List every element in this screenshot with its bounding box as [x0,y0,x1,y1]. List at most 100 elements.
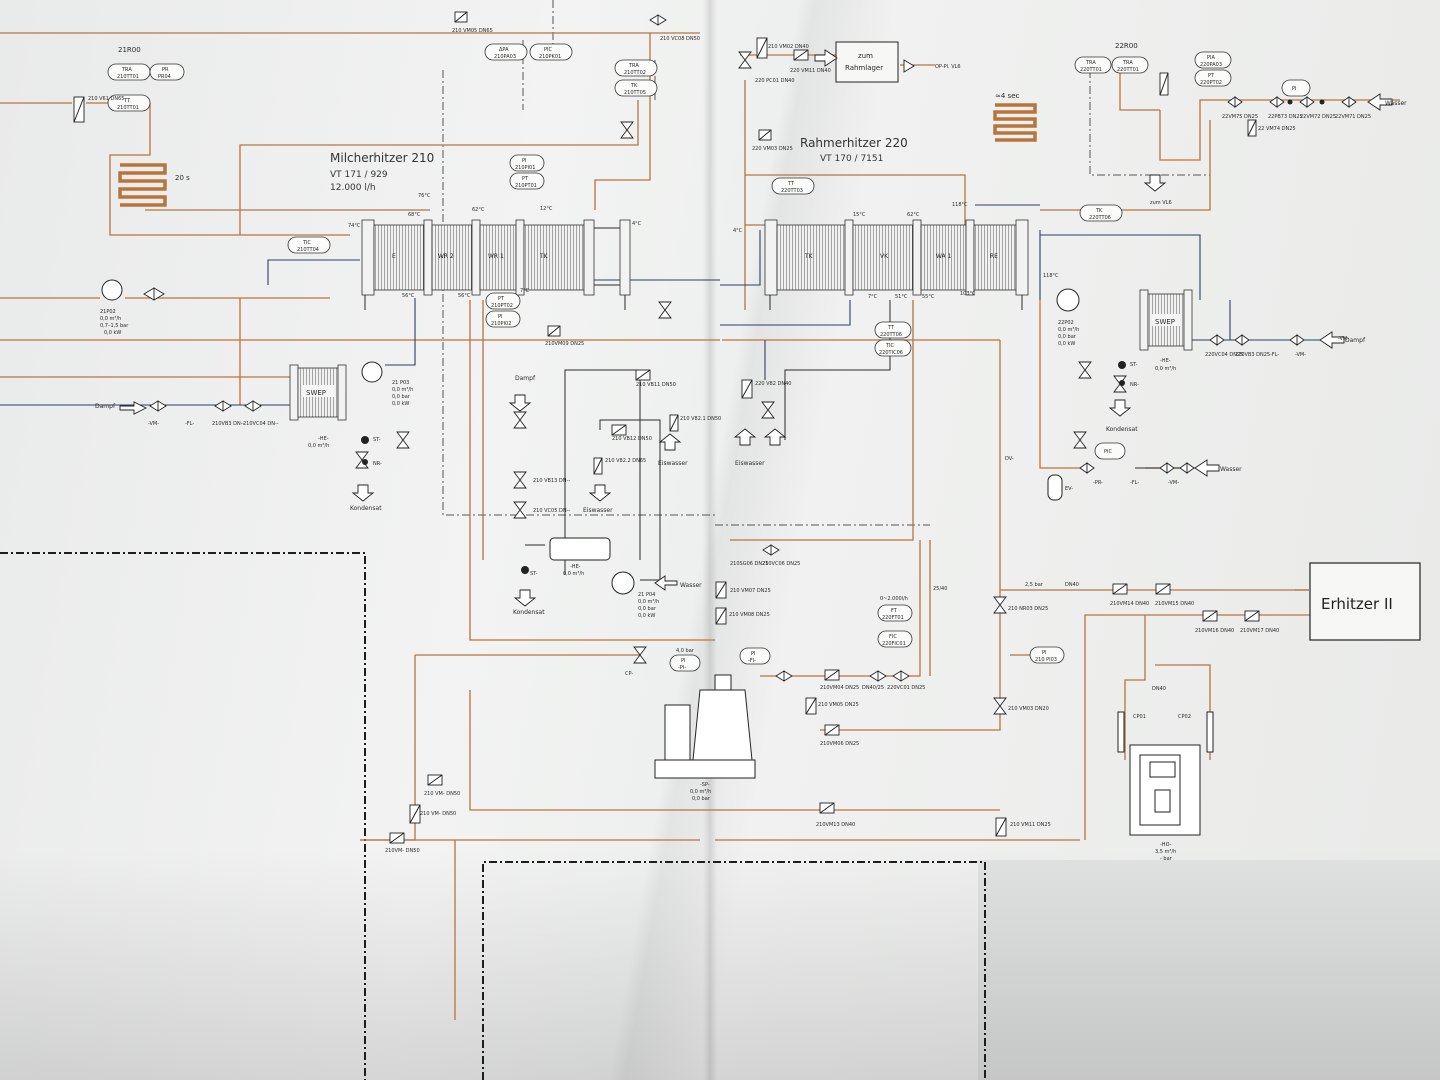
svg-text:0,0 m³/h: 0,0 m³/h [1058,327,1079,333]
svg-text:220PT02: 220PT02 [1200,80,1222,86]
svg-text:22PB73 DN25: 22PB73 DN25 [1268,114,1303,120]
svg-text:210VM09 DN25: 210VM09 DN25 [545,341,584,347]
svg-text:≈4 sec: ≈4 sec [995,92,1019,100]
svg-text:210 VM11 DN25: 210 VM11 DN25 [1010,822,1051,828]
svg-text:PI: PI [681,658,686,664]
svg-text:210TT01: 210TT01 [117,74,139,80]
svg-text:12.000 l/h: 12.000 l/h [330,183,376,193]
svg-text:TRA: TRA [121,67,132,73]
svg-text:220 VM03 DN25: 220 VM03 DN25 [752,146,793,152]
svg-text:210VM- DN50: 210VM- DN50 [385,848,420,854]
svg-text:NR-: NR- [1130,382,1139,388]
svg-text:E: E [392,253,396,260]
svg-text:-VM-: -VM- [1168,480,1179,486]
svg-text:15°C: 15°C [853,212,866,218]
svg-text:TT: TT [787,181,795,187]
svg-text:118°C: 118°C [952,202,968,208]
svg-text:7°C: 7°C [868,294,878,300]
svg-text:220 PC01 DN40: 220 PC01 DN40 [755,78,795,84]
svg-text:210TT01: 210TT01 [117,105,139,111]
svg-text:210TT04: 210TT04 [297,247,319,253]
svg-text:Wasser: Wasser [680,582,702,589]
svg-text:0,0 bar: 0,0 bar [1058,334,1077,340]
svg-text:210TT05: 210TT05 [624,90,646,96]
svg-text:210 V82.1 DN50: 210 V82.1 DN50 [680,416,721,422]
svg-text:TIC: TIC [885,343,895,349]
svg-text:OP-Pl. VL6: OP-Pl. VL6 [935,64,961,70]
svg-text:220PA03: 220PA03 [1200,62,1222,68]
svg-text:PIC: PIC [1104,449,1112,455]
svg-text:-VM-: -VM- [148,421,159,427]
svg-text:210PT02: 210PT02 [491,303,513,309]
svg-text:TRA: TRA [1122,60,1133,66]
svg-text:103°C: 103°C [960,291,976,297]
svg-text:220VB3 DN25: 220VB3 DN25 [1235,352,1270,358]
svg-text:PI: PI [1042,650,1047,656]
media-labels: Dampf Dampf Dampf Wasser Wasser Wasser E… [95,100,1407,862]
tank-ev [1047,474,1063,501]
svg-text:ST-: ST- [1130,362,1138,368]
svg-text:-HE-: -HE- [570,564,581,570]
svg-text:210 VC05 DN--: 210 VC05 DN-- [533,508,570,514]
svg-text:118°C: 118°C [1043,273,1059,279]
svg-text:TIC: TIC [302,240,312,246]
erhitzer-box [1309,562,1421,641]
svg-text:22VM71 DN25: 22VM71 DN25 [1335,114,1371,120]
svg-text:4°C: 4°C [733,228,743,234]
svg-text:21 P04: 21 P04 [638,592,655,598]
svg-text:Rahmerhitzer 220: Rahmerhitzer 220 [800,136,908,150]
cream-section-labels: TK VK WA 1 RE [804,253,998,260]
svg-text:210 V82.2 DN65: 210 V82.2 DN65 [605,458,646,464]
svg-text:TK: TK [1095,208,1103,214]
svg-text:2,5 bar: 2,5 bar [1025,582,1044,588]
svg-text:22VM72 DN25: 22VM72 DN25 [1300,114,1336,120]
svg-text:- bar: - bar [1160,856,1173,862]
svg-text:210VB3 DN--: 210VB3 DN-- [212,421,245,427]
svg-text:PR: PR [162,67,169,73]
svg-text:TRA: TRA [628,63,639,69]
svg-text:-HE-: -HE- [1160,358,1171,364]
svg-text:210 VM- DN50: 210 VM- DN50 [424,791,460,797]
svg-text:ST-: ST- [530,571,538,577]
svg-text:51°C: 51°C [895,294,908,300]
svg-text:0,0 bar: 0,0 bar [638,606,657,612]
svg-text:zum: zum [858,52,873,60]
svg-text:RE: RE [990,253,998,260]
svg-text:FIC: FIC [889,634,897,640]
svg-text:Dampf: Dampf [1345,337,1366,344]
indicator-dots [361,99,1325,574]
manual-valves [73,11,1260,844]
svg-text:4°C: 4°C [632,221,642,227]
svg-text:56°C: 56°C [458,293,471,299]
svg-text:220TT06: 220TT06 [880,332,902,338]
rahmlager-box [835,41,899,83]
svg-text:21P02: 21P02 [100,309,116,315]
svg-text:210VC06 DN25: 210VC06 DN25 [762,561,800,567]
swep-label-right: SWEP [1155,318,1175,326]
svg-text:210PT01: 210PT01 [515,183,537,189]
svg-text:-VM-: -VM- [1295,352,1306,358]
svg-text:210 VM03 DN20: 210 VM03 DN20 [1008,706,1049,712]
svg-text:68°C: 68°C [408,212,421,218]
svg-text:CP01: CP01 [1133,714,1146,720]
svg-text:0~2.000l/h: 0~2.000l/h [880,596,908,602]
svg-text:210 V61 DN65: 210 V61 DN65 [88,96,124,102]
svg-text:Dampf: Dampf [515,375,536,382]
svg-text:Milcherhitzer 210: Milcherhitzer 210 [330,151,434,165]
svg-text:220FIC01: 220FIC01 [882,641,906,647]
temperature-labels: 74°C 68°C 62°C 12°C 4°C 76°C 56°C 56°C 7… [348,193,1059,300]
svg-text:210VM14 DN40: 210VM14 DN40 [1110,601,1149,607]
svg-text:0,0 kW: 0,0 kW [1058,341,1075,347]
svg-text:TT: TT [887,325,895,331]
cream-heater-220 [764,219,1029,310]
svg-text:PI: PI [751,651,756,657]
svg-text:0,0 kW: 0,0 kW [638,613,655,619]
svg-text:TK: TK [539,253,549,260]
instrument-bubbles [107,43,1311,672]
product-lines [0,32,1400,1020]
svg-text:EV-: EV- [1065,486,1073,492]
svg-text:-FL-: -FL- [185,421,194,427]
svg-text:Kondensat: Kondensat [513,609,545,616]
svg-text:Dampf: Dampf [95,403,116,410]
